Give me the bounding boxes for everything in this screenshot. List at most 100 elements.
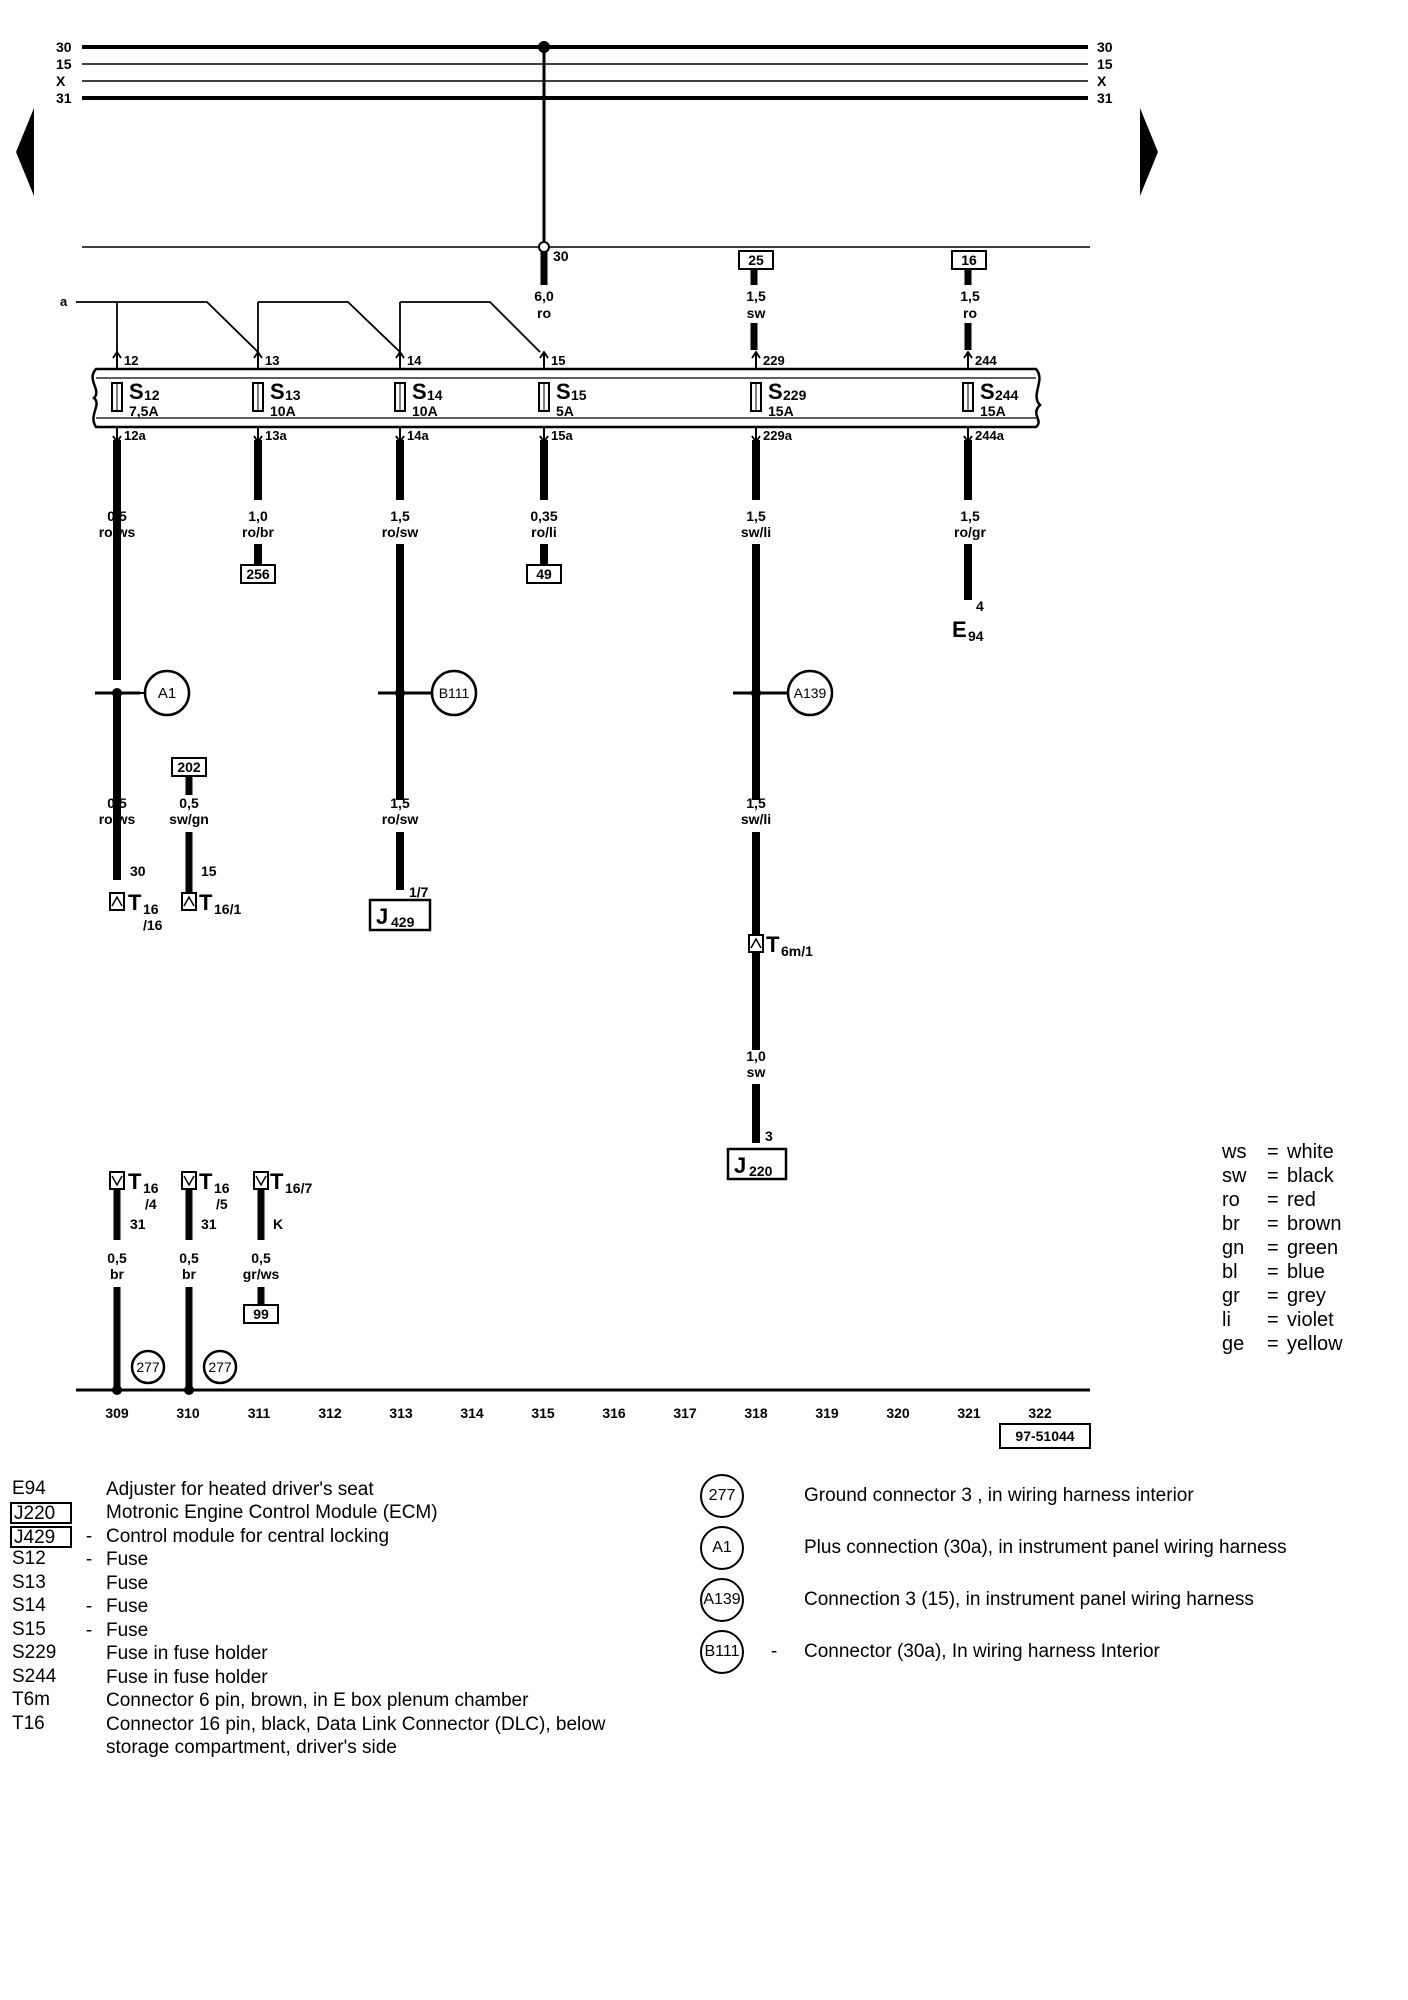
fuse-number: 15 [571,387,587,403]
ground-277-b-label: 277 [208,1359,232,1375]
track-number: 319 [815,1405,839,1421]
fuse-number: 12 [144,387,160,403]
bus-labels-left: 30 15 X 31 [56,39,72,106]
wire-s244-size: 1,5 [960,508,980,524]
ground-t16-4-color: br [110,1266,125,1282]
fuse-rating: 15A [768,403,794,419]
track-number: 317 [673,1405,697,1421]
circuit-s14: 1,5 ro/sw B111 1,5 ro/sw 1/7 J 429 [368,440,478,932]
ground-t16-5-color: br [182,1266,197,1282]
component-desc: Fuse in fuse holder [106,1643,268,1665]
connector-t16-16-sub2: /16 [143,917,163,933]
fuse-out-pin: 12a [124,428,146,443]
fuse-number: 229 [783,387,807,403]
component-row: S15-Fuse [10,1619,606,1643]
wire-t6m-size: 1,5 [746,795,766,811]
component-row: S229 Fuse in fuse holder [10,1643,606,1667]
feed-30-color: ro [537,305,551,321]
ground-277-a-label: 277 [136,1359,160,1375]
component-dash: - [85,1619,93,1641]
page-prev-arrow-icon[interactable] [16,108,34,196]
circuit-t16-7: T 16/7 K 0,5 gr/ws 99 [243,1169,312,1324]
component-code: S13 [12,1571,46,1593]
ref-99: 99 [253,1306,269,1322]
component-desc: Fuse [106,1572,149,1594]
fuse-in-pin: 15 [551,353,565,368]
component-desc: Fuse [106,1596,149,1618]
component-e94-sub: 94 [968,628,984,644]
track-number: 309 [105,1405,129,1421]
module-j220 [726,1147,788,1181]
connector-t16-16: T [128,890,142,915]
page-next-arrow-icon[interactable] [1140,108,1158,196]
fuse-out-pin: 229a [763,428,793,443]
track-number: 318 [744,1405,768,1421]
component-row: T6m Connector 6 pin, brown, in E box plen… [10,1690,606,1714]
wire-s14-color: ro/sw [382,524,419,540]
connector-t16-16-sub: 16 [143,901,159,917]
ground-t16-4-size: 0,5 [107,1250,127,1266]
circuit-s13: 1,0 ro/br 256 [240,440,276,584]
connector-t16-4: T [128,1169,142,1194]
module-j220-sub: 220 [749,1163,773,1179]
legend-abbr: li [1222,1309,1231,1331]
connector-t16-5-sub: 16 [214,1180,230,1196]
junction-b111 [430,669,478,717]
component-code: T16 [12,1712,45,1734]
component-code: E94 [12,1477,46,1499]
legend-name: white [1287,1141,1334,1163]
connector-t6m-1-sub: 6m/1 [781,943,813,959]
power-bus [82,45,1088,100]
wire-t16-16-color: ro/ws [99,811,136,827]
track-number: 320 [886,1405,910,1421]
fuse-rating: 5A [556,403,574,419]
legend-abbr: ro [1222,1189,1240,1211]
wire-s229-color: sw/li [741,524,771,540]
connector-t16-1-sub: 16/1 [214,901,241,917]
wire-j220-pin: 3 [765,1128,773,1144]
bus-label-30-right: 30 [1097,39,1113,55]
fuse-rating: 7,5A [129,403,159,419]
track-number: 311 [248,1405,271,1421]
fuse-rating: 10A [270,403,296,419]
wire-s13-size: 1,0 [248,508,268,524]
connector-desc: Connection 3 (15), in instrument panel w… [804,1589,1254,1610]
module-j429-sub: 429 [391,914,415,930]
ground-277-a [130,1349,166,1385]
terminal-25-box [738,250,774,270]
track-number: 310 [176,1405,200,1421]
fuse-in-pin: 229 [763,353,785,368]
wire-t6m-color: sw/li [741,811,771,827]
legend-row: ge=yellow [1222,1333,1343,1355]
ground-t16-5-pin: 31 [201,1216,217,1232]
legend-row: gr=grey [1222,1285,1326,1307]
legend-name: violet [1287,1309,1334,1331]
fuse-in-pin: 13 [265,353,279,368]
ground-t16-5-size: 0,5 [179,1250,199,1266]
component-desc: storage compartment, driver's side [106,1737,397,1759]
drawing-id-box [999,1423,1091,1449]
ref-49: 49 [536,566,552,582]
component-code: S229 [12,1642,57,1664]
legend-name: yellow [1287,1333,1343,1355]
connector-symbol: B111 [700,1630,744,1674]
feed-wires [540,252,972,350]
wire-e94-pin: 4 [976,598,984,614]
component-dash: - [85,1525,93,1547]
feed-30-size: 6,0 [534,288,554,304]
component-desc: Connector 6 pin, brown, in E box plenum … [106,1690,529,1712]
component-code: T6m [12,1689,50,1711]
legend-abbr: gr [1222,1285,1240,1307]
legend-row: bl=blue [1222,1261,1325,1283]
